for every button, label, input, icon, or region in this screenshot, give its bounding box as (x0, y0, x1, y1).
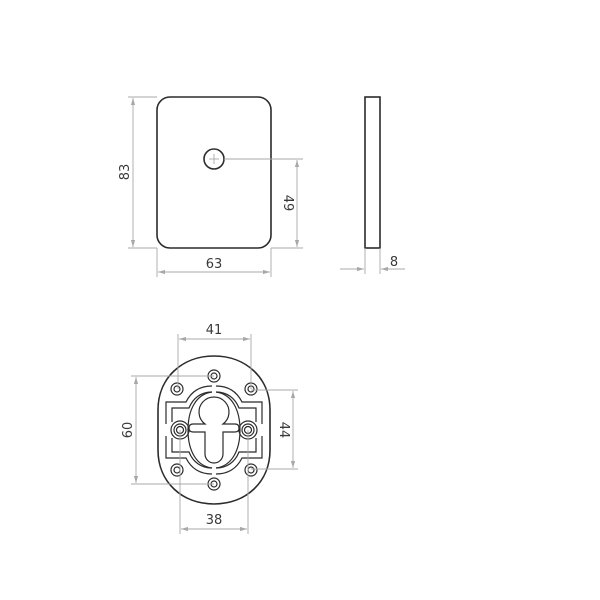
escutcheon-outline (157, 355, 271, 505)
frame-left-arc (187, 391, 213, 469)
dimension-44: 44 (251, 389, 298, 470)
screw-hole-top-left (170, 382, 184, 396)
frame-right-arc (215, 391, 241, 469)
frame-right-outer (215, 385, 263, 424)
dim-63-label: 63 (206, 257, 223, 272)
dimension-60: 60 (121, 375, 214, 485)
dimension-8: 8 (340, 248, 405, 274)
dim-44-label: 44 (276, 422, 291, 439)
dimension-83: 83 (118, 96, 157, 249)
rectangular-plate-side-view: 8 (340, 96, 405, 274)
rectangular-plate-front-view: 83 49 63 (118, 96, 303, 277)
dimension-63: 63 (156, 248, 272, 277)
plate-outline (156, 96, 272, 249)
screw-hole-bottom-right (244, 463, 258, 477)
frame-left-outer (165, 385, 213, 424)
dimension-38: 38 (179, 430, 249, 534)
dim-83-label: 83 (118, 164, 133, 181)
cylinder-cutout (188, 396, 240, 464)
dim-41-label: 41 (206, 323, 223, 338)
frame-right-outer-lower (215, 436, 263, 475)
screw-hole-bottom-left (170, 463, 184, 477)
screw-holes (170, 369, 258, 491)
dimension-49: 49 (224, 158, 303, 249)
dimension-41: 41 (177, 323, 252, 389)
oval-escutcheon-front-view: 41 38 60 44 (121, 323, 298, 534)
dim-49-label: 49 (280, 195, 295, 212)
side-plate-outline (364, 96, 381, 249)
dim-8-label: 8 (390, 255, 398, 270)
dim-38-label: 38 (206, 513, 223, 528)
dim-60-label: 60 (121, 422, 136, 439)
frame-left-outer-lower (165, 436, 213, 475)
